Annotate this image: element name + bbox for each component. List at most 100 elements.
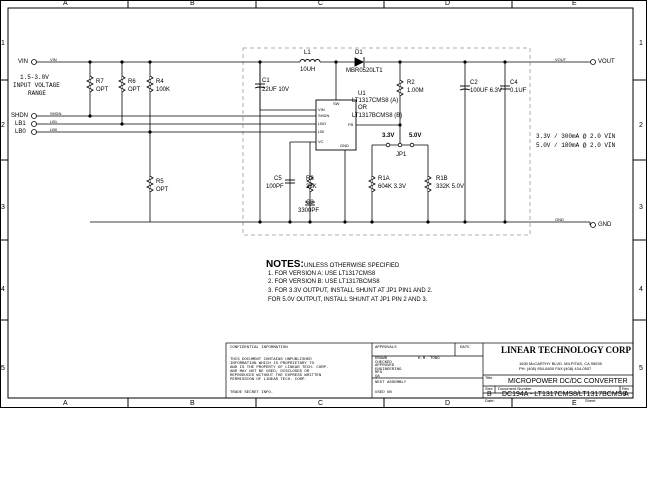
output-spec-3v3: 3.3V / 300mA @ 2.0 VIN xyxy=(536,133,616,140)
rev-label: Rev xyxy=(622,386,630,391)
title-label: Title xyxy=(485,375,493,380)
jp1-3v3-label: 3.3V xyxy=(382,133,395,139)
approval-qa: QA xyxy=(375,374,380,379)
d1-value: MBR0520LT1 xyxy=(346,68,383,74)
ic-pin-lbo: LBO xyxy=(318,121,327,126)
r1a-ref[interactable]: R1A xyxy=(378,176,390,182)
grid-col-b-bottom: B xyxy=(190,400,195,407)
grid-row-4-left: 4 xyxy=(1,286,5,293)
output-spec-5v0: 5.0V / 180mA @ 2.0 VIN xyxy=(536,142,616,149)
grid-col-c-bottom: C xyxy=(318,400,324,407)
grid-col-a-top: A xyxy=(63,0,68,7)
r5-value: OPT xyxy=(156,187,169,193)
r7-value: OPT xyxy=(96,87,109,93)
grid-row-5-left: 5 xyxy=(1,365,5,372)
ic-pin-fb: FB xyxy=(348,122,354,127)
title-block-lines xyxy=(225,342,634,399)
approvals-heading: APPROVALS xyxy=(375,346,397,350)
r7-ref[interactable]: R7 xyxy=(96,79,104,85)
grid-col-b-top: B xyxy=(190,0,195,7)
confidential-heading: CONFIDENTIAL INFORMATION xyxy=(230,346,288,350)
jumper-jp1-symbol[interactable] xyxy=(385,142,415,148)
ic-u1-body[interactable] xyxy=(315,99,357,151)
net-lb0-label: LB0 xyxy=(50,127,58,132)
net-lb1-label: LB1 xyxy=(50,119,58,124)
company-name: LINEAR TECHNOLOGY CORP xyxy=(501,345,632,355)
ic-pin-sw: SW xyxy=(333,101,340,106)
resistor-symbols xyxy=(86,75,432,193)
note-3b: FOR 5.0V OUTPUT, INSTALL SHUNT AT JP1 PI… xyxy=(268,297,428,303)
c4-ref[interactable]: C4 xyxy=(510,80,518,86)
r4-ref[interactable]: R4 xyxy=(156,79,164,85)
r4-value: 100K xyxy=(156,87,171,93)
size-label: Size xyxy=(485,386,493,391)
c5-ref[interactable]: C5 xyxy=(274,176,282,182)
date-label: Date: xyxy=(485,398,495,403)
inductor-l1-symbol xyxy=(299,59,321,63)
port-shdn-label[interactable]: SHDN xyxy=(11,113,29,119)
r1b-ref[interactable]: R1B xyxy=(436,176,448,182)
c3-ref[interactable]: C3 xyxy=(306,200,314,206)
grid-row-1-right: 1 xyxy=(639,40,643,47)
r6-ref[interactable]: R6 xyxy=(128,79,136,85)
r1b-value: 332K 5.0V xyxy=(436,184,465,190)
approval-checked: CHECKED xyxy=(375,360,392,365)
approval-drawn-by: K.M. TONG xyxy=(418,357,440,361)
grid-col-e-bottom: E xyxy=(572,400,577,407)
disclaimer-line-5: REPRODUCED WITHOUT THE EXPRESS WRITTEN xyxy=(230,374,322,378)
docnum-label: Document Number xyxy=(498,386,532,391)
document-number: DC194A - LT1317CMS8/LT1317BCMS8 xyxy=(502,391,627,398)
board-outline xyxy=(242,47,531,236)
wires xyxy=(36,61,590,223)
used-on-label: USED ON xyxy=(375,391,392,395)
c4-value: 0.1UF xyxy=(510,88,527,94)
port-lb0-label[interactable]: LB0 xyxy=(15,129,26,135)
jp1-ref[interactable]: JP1 xyxy=(396,152,407,158)
jp1-5v0-label: 5.0V xyxy=(409,133,422,139)
l1-ref[interactable]: L1 xyxy=(304,50,311,56)
approval-engineering: ENGINEERING xyxy=(375,367,402,372)
size-value: B xyxy=(487,391,492,398)
ic-pin-lbi: LBI xyxy=(318,129,325,134)
grid-col-a-bottom: A xyxy=(63,400,68,407)
c2-value: 100UF 6.3V xyxy=(470,88,503,94)
grid-row-2-right: 2 xyxy=(639,122,643,129)
ic-pin-vin: VIN xyxy=(318,107,325,112)
d1-ref[interactable]: D1 xyxy=(355,50,363,56)
port-vout-label[interactable]: VOUT xyxy=(598,59,615,65)
r3-ref[interactable]: R3 xyxy=(306,176,314,182)
grid-row-4-right: 4 xyxy=(639,286,643,293)
port-gnd-label[interactable]: GND xyxy=(598,222,612,228)
r3-value: 33K xyxy=(306,184,317,190)
r5-ref[interactable]: R5 xyxy=(156,179,164,185)
input-voltage-line-3: RANGE xyxy=(28,90,47,97)
c1-ref[interactable]: C1 xyxy=(262,78,270,84)
note-1: 1. FOR VERSION A: USE LT1317CMS8 xyxy=(268,271,376,277)
u1-or: OR xyxy=(358,105,367,111)
capacitor-symbols xyxy=(254,83,510,206)
company-address-2: PH: (408) 954-8400 FAX:(408) 434-0507 xyxy=(519,366,592,371)
c5-value: 100PF xyxy=(266,184,284,190)
r2-ref[interactable]: R2 xyxy=(407,80,415,86)
ic-pin-shdn: SHDN xyxy=(318,113,330,118)
r2-value: 1.00M xyxy=(407,88,424,94)
grid-col-d-top: D xyxy=(445,0,451,7)
net-gnd-label: GND xyxy=(555,217,564,222)
u1-ref[interactable]: U1 xyxy=(358,91,366,97)
company-address-1: 1630 McCARTHY BLVD. MILPITAS, CA 95035 xyxy=(519,361,602,366)
junction-dots xyxy=(88,60,507,224)
notes-subheading: UNLESS OTHERWISE SPECIFIED xyxy=(304,263,400,269)
port-vin-label[interactable]: VIN xyxy=(18,59,29,65)
c2-ref[interactable]: C2 xyxy=(470,80,478,86)
grid-col-c-top: C xyxy=(318,0,324,7)
approval-drawn: DRAWN xyxy=(375,357,388,361)
r6-value: OPT xyxy=(128,87,141,93)
port-lb1-label[interactable]: LB1 xyxy=(15,121,26,127)
disclaimer-line-6: PERMISSION OF LINEAR TECH. CORP. xyxy=(230,378,307,382)
disclaimer-line-1: THIS DOCUMENT CONTAINS UNPUBLISHED xyxy=(230,358,312,362)
rev-value: A xyxy=(624,391,629,398)
approval-approved: APPROVED xyxy=(375,364,395,368)
r1a-value: 604K 3.3V xyxy=(378,184,407,190)
grid-row-3-left: 3 xyxy=(1,204,5,211)
